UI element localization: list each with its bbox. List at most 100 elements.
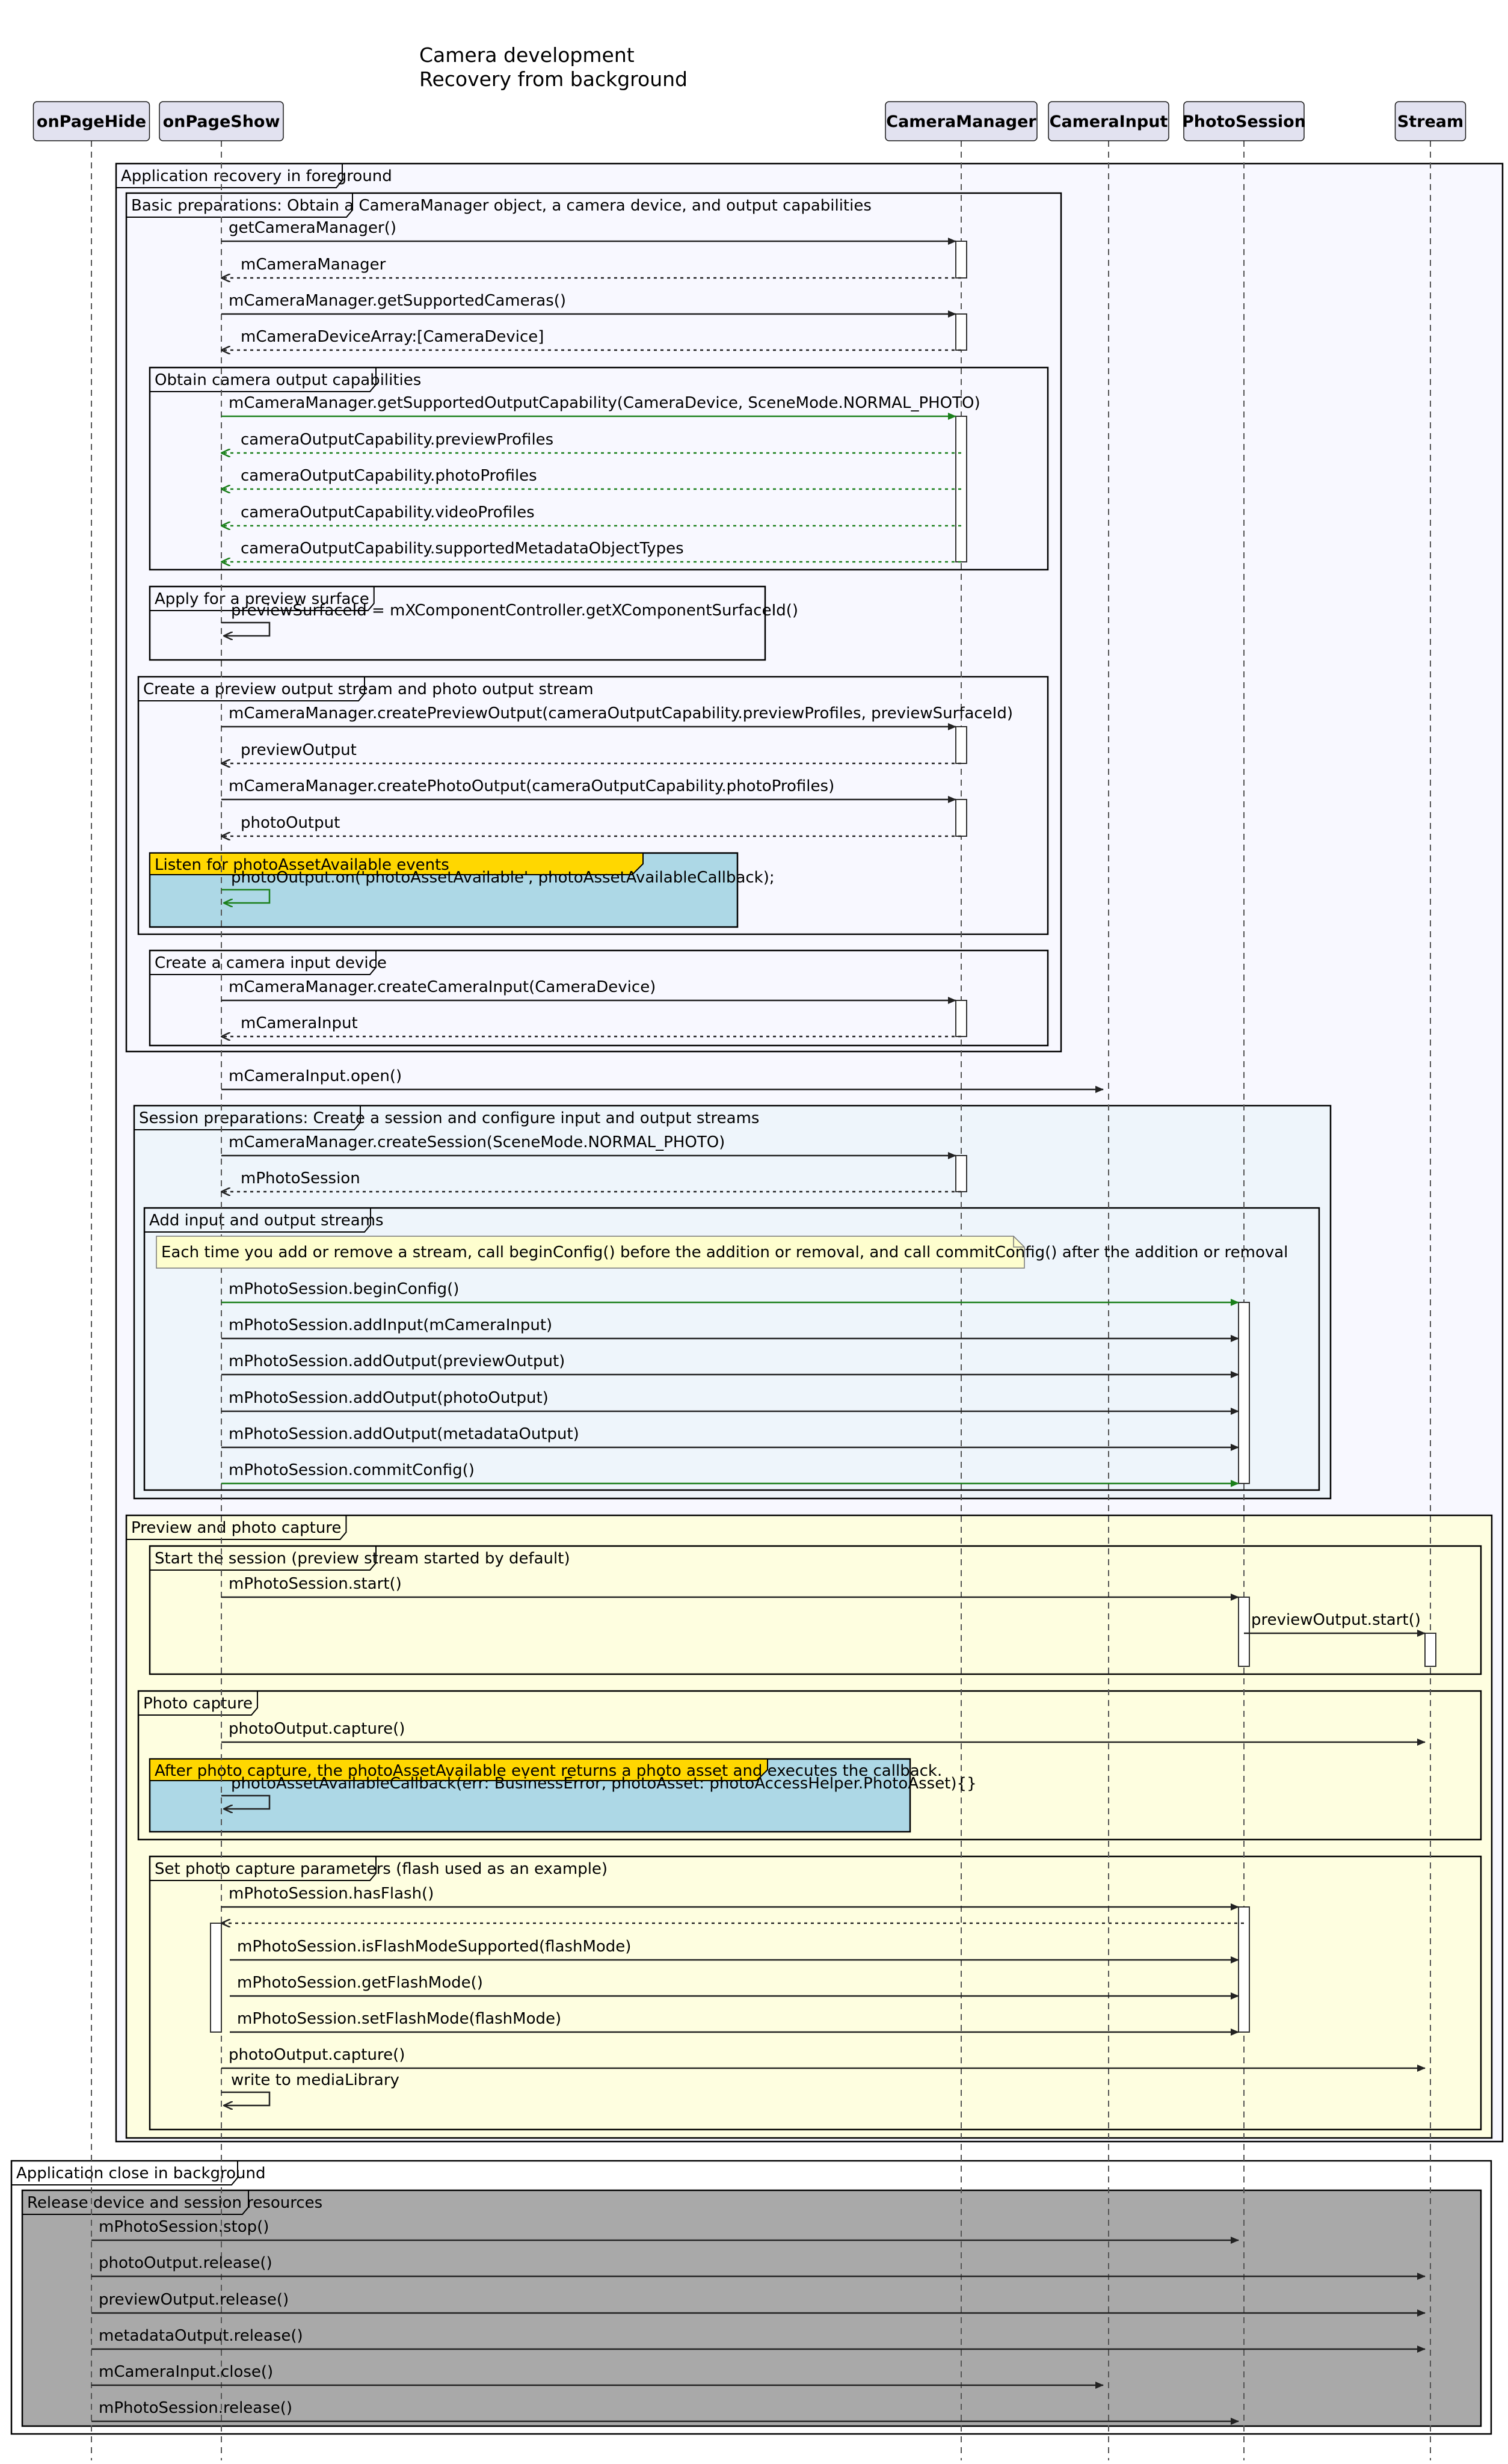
frame-label-tab: [150, 1546, 377, 1571]
message-label: mCameraManager.createCameraInput(CameraD…: [229, 978, 656, 996]
frame-label-tab: [116, 164, 343, 188]
participant-box: [1394, 101, 1466, 141]
participant-hide: onPageHide: [32, 101, 150, 141]
frame-label-tab: [134, 1106, 361, 1130]
frame-capabilities: Obtain camera output capabilities: [149, 366, 1049, 571]
message-label: mCameraDeviceArray:[CameraDevice]: [241, 328, 544, 346]
message: mPhotoSession.start(): [221, 1575, 1239, 1601]
message: previewSurfaceId = mXComponentController…: [221, 602, 798, 636]
activation-bar-ps: [1238, 1302, 1250, 1484]
message-label: mCameraInput.open(): [229, 1067, 402, 1085]
participant-show: onPageShow: [159, 101, 284, 141]
participant-stream: Stream: [1394, 101, 1466, 141]
participant-box: [1048, 101, 1169, 141]
message: mCameraInput: [221, 1014, 961, 1036]
frame-label-tab: [150, 368, 377, 392]
participant-box: [885, 101, 1038, 141]
frame-label-tab: [126, 1515, 347, 1540]
activation-bar-stream: [1424, 1633, 1436, 1667]
note-fold: [1013, 1236, 1024, 1248]
frame-label: Preview and photo capture: [131, 1519, 341, 1537]
message-layer: getCameraManager() mCameraManager mCameraM…: [91, 219, 1426, 2425]
participant-name: CameraInput: [1050, 112, 1168, 131]
message-label: previewSurfaceId = mXComponentController…: [231, 602, 798, 620]
message-label: mPhotoSession.release(): [99, 2399, 292, 2417]
message: photoOutput: [221, 814, 961, 836]
message: cameraOutputCapability.supportedMetadata…: [221, 540, 961, 562]
frame-label: Application recovery in foreground: [121, 167, 392, 185]
self-message-arrow: [221, 621, 271, 636]
frame-input_device: Create a camera input device: [149, 949, 1049, 1047]
event-box-label: After photo capture, the photoAssetAvail…: [155, 1762, 942, 1780]
frame-box: [149, 949, 1049, 1047]
event-box-label: Listen for photoAssetAvailable events: [155, 856, 449, 874]
frame-start_session: Start the session (preview stream starte…: [149, 1545, 1482, 1675]
frame-label: Obtain camera output capabilities: [155, 371, 421, 389]
message-label: mCameraManager: [241, 256, 386, 274]
frame-label: Release device and session resources: [27, 2194, 322, 2212]
message: mPhotoSession.isFlashModeSupported(flash…: [230, 1938, 1239, 1964]
message: mCameraDeviceArray:[CameraDevice]: [221, 328, 961, 350]
message: metadataOutput.release(): [91, 2327, 1426, 2353]
frame-label: Basic preparations: Obtain a CameraManag…: [131, 197, 872, 215]
message-label: mCameraManager.createSession(SceneMode.N…: [229, 1133, 725, 1151]
message: photoAssetAvailableCallback(err: Busines…: [221, 1775, 977, 1809]
event-box-listen2: After photo capture, the photoAssetAvail…: [149, 1758, 942, 1833]
message: mPhotoSession.commitConfig(): [221, 1461, 1239, 1487]
frame-flash: Set photo capture parameters (flash used…: [149, 1855, 1482, 2131]
frame-label: Start the session (preview stream starte…: [155, 1550, 570, 1568]
frame-label: Apply for a preview surface: [155, 590, 369, 608]
message: mCameraManager.getSupportedOutputCapabil…: [221, 394, 980, 420]
message: mPhotoSession.addOutput(photoOutput): [221, 1389, 1239, 1415]
message-label: photoOutput.release(): [99, 2254, 272, 2272]
message: photoOutput.release(): [91, 2254, 1426, 2280]
message-label: mCameraManager.getSupportedOutputCapabil…: [229, 394, 980, 412]
frame-label-tab: [150, 587, 375, 611]
note-box: [156, 1236, 1025, 1269]
activation-bar-cm: [955, 241, 967, 279]
message-label: write to mediaLibrary: [231, 2071, 399, 2089]
message-label: cameraOutputCapability.previewProfiles: [241, 431, 553, 449]
message-label: photoAssetAvailableCallback(err: Busines…: [231, 1775, 977, 1793]
frame-label-tab: [150, 950, 377, 975]
message-label: mPhotoSession.addOutput(metadataOutput): [229, 1425, 579, 1443]
message-label: mPhotoSession.isFlashModeSupported(flash…: [237, 1938, 631, 1956]
activation-bar-cm: [955, 799, 967, 837]
message: mPhotoSession.release(): [91, 2399, 1239, 2425]
message: mCameraManager.createCameraInput(CameraD…: [221, 978, 956, 1004]
frame-label-tab: [11, 2161, 238, 2185]
message-label: photoOutput.capture(): [229, 1720, 405, 1738]
message: mCameraManager.createSession(SceneMode.N…: [221, 1133, 956, 1159]
message: mPhotoSession.setFlashMode(flashMode): [230, 2010, 1239, 2036]
message: cameraOutputCapability.videoProfiles: [221, 504, 961, 526]
message-label: mCameraManager.createPhotoOutput(cameraO…: [229, 777, 834, 795]
message-label: photoOutput.capture(): [229, 2046, 405, 2064]
frame-streams: Create a preview output stream and photo…: [137, 676, 1049, 935]
message: previewOutput.start(): [1244, 1611, 1426, 1637]
frame-box: [21, 2189, 1482, 2427]
message-label: mPhotoSession.addOutput(previewOutput): [229, 1352, 565, 1370]
frame-label: Session preparations: Create a session a…: [139, 1109, 759, 1127]
note-note1: Each time you add or remove a stream, ca…: [156, 1236, 1288, 1269]
frame-label-tab: [126, 193, 353, 218]
message-label: mPhotoSession.hasFlash(): [229, 1885, 434, 1903]
note-layer: Each time you add or remove a stream, ca…: [156, 1236, 1288, 1269]
message-label: mPhotoSession.setFlashMode(flashMode): [237, 2010, 561, 2028]
event-box-listen1: Listen for photoAssetAvailable events: [149, 852, 739, 928]
message-label: mPhotoSession.addOutput(photoOutput): [229, 1389, 549, 1407]
participant-name: onPageShow: [163, 112, 280, 131]
participant-ci: CameraInput: [1048, 101, 1169, 141]
message: mPhotoSession: [221, 1169, 961, 1192]
frame-label-tab: [144, 1208, 371, 1233]
message-label: getCameraManager(): [229, 219, 396, 237]
message: photoOutput.on('photoAssetAvailable', ph…: [221, 869, 775, 903]
message-label: previewOutput: [241, 741, 357, 759]
participant-name: CameraManager: [886, 112, 1036, 131]
message-label: mCameraInput: [241, 1014, 358, 1032]
message-label: cameraOutputCapability.supportedMetadata…: [241, 540, 684, 558]
participant-layer: onPageHide onPageShow CameraManager CameraI…: [32, 101, 1466, 141]
message-label: photoOutput: [241, 814, 340, 832]
message: mCameraInput.open(): [221, 1067, 1104, 1093]
participant-box: [159, 101, 284, 141]
